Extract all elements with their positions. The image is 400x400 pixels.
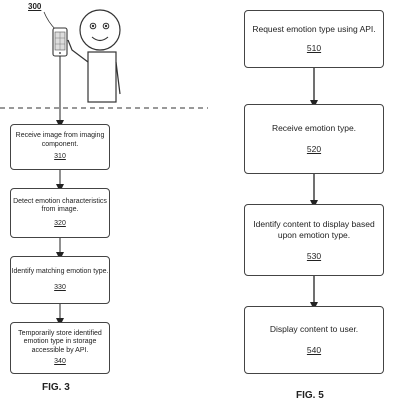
phone-icon xyxy=(52,27,68,57)
fig3-step-340: Temporarily store identified emotion typ… xyxy=(10,322,110,374)
fig3-step-310-ref: 310 xyxy=(54,153,66,161)
person-mouth xyxy=(91,36,109,42)
fig3-step-330-ref: 330 xyxy=(54,283,66,291)
fig5-step-520: Receive emotion type. 520 xyxy=(244,104,384,174)
fig5-step-530: Identify content to display based upon e… xyxy=(244,204,384,276)
person-head xyxy=(79,9,121,51)
fig3-step-340-ref: 340 xyxy=(54,358,66,365)
fig5-step-530-text: Identify content to display based upon e… xyxy=(253,218,375,240)
person-figure xyxy=(67,9,121,103)
fig5-step-510-text: Request emotion type using API. xyxy=(252,24,376,34)
fig5-step-530-ref: 530 xyxy=(306,250,322,261)
person-right-arm xyxy=(115,61,121,95)
fig3-step-340-text: Temporarily store identified emotion typ… xyxy=(18,329,102,354)
person-left-arm xyxy=(67,39,89,63)
label-300-leader xyxy=(43,11,57,31)
fig5-step-510-ref: 510 xyxy=(306,43,322,53)
fig5-step-540: Display content to user. 540 xyxy=(244,306,384,374)
fig5-step-520-text: Receive emotion type. xyxy=(271,123,357,133)
fig3-step-330-text: Identify matching emotion type. xyxy=(11,268,109,275)
fig5-step-510: Request emotion type using API. 510 xyxy=(244,10,384,68)
fig3-step-310-text: Receive image from imaging component. xyxy=(15,132,105,148)
fig5-caption: FIG. 5 xyxy=(296,390,324,400)
fig5-step-520-ref: 520 xyxy=(306,144,322,154)
person-body xyxy=(87,51,117,103)
fig5-step-540-ref: 540 xyxy=(306,345,322,355)
fig5-step-540-text: Display content to user. xyxy=(269,324,359,334)
fig3-step-310: Receive image from imaging component. 31… xyxy=(10,124,110,170)
fig3-step-320-text: Detect emotion characteristics from imag… xyxy=(13,197,107,214)
fig3-caption: FIG. 3 xyxy=(42,382,70,393)
fig3-step-330: Identify matching emotion type. 330 xyxy=(10,256,110,304)
fig3-step-320-ref: 320 xyxy=(54,219,66,227)
figure-number-300: 300 xyxy=(28,2,42,11)
fig3-step-320: Detect emotion characteristics from imag… xyxy=(10,188,110,238)
